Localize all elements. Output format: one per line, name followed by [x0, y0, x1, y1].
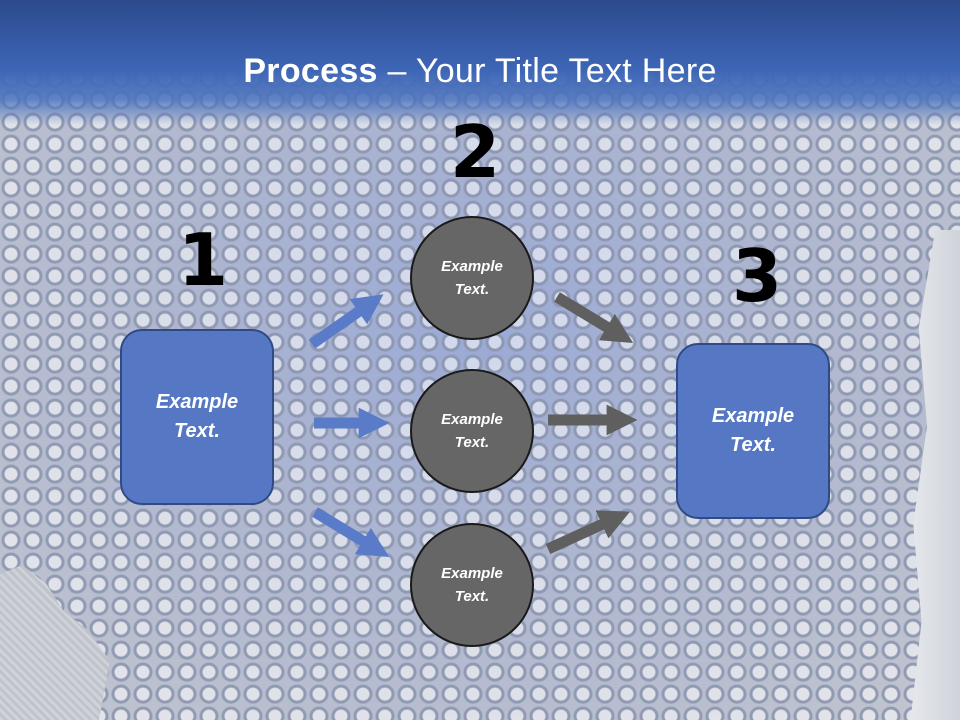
step-number-2: 2	[450, 110, 501, 194]
circle-top-text: Example Text.	[441, 258, 503, 298]
process-circle-top: Example Text.	[410, 216, 534, 340]
title-bold: Process	[243, 52, 378, 90]
process-circle-bottom: Example Text.	[410, 523, 534, 647]
process-circle-middle: Example Text.	[410, 369, 534, 493]
slide-title: Process – Your Title Text Here	[0, 52, 960, 91]
step-number-1: 1	[178, 218, 229, 302]
arrow-gray-up	[545, 510, 631, 555]
title-rest: – Your Title Text Here	[377, 52, 717, 90]
arrow-gray-down	[554, 292, 634, 343]
left-box-text: Example Text.	[155, 391, 239, 442]
circle-bottom-text: Example Text.	[441, 565, 503, 605]
right-process-box: Example Text.	[676, 343, 830, 519]
title-banner	[0, 0, 960, 125]
arrow-blue-down	[312, 507, 390, 557]
step-number-3: 3	[732, 234, 783, 318]
left-process-box: Example Text.	[120, 329, 274, 505]
arrow-blue-up	[308, 294, 384, 349]
circle-middle-text: Example Text.	[441, 411, 503, 451]
right-box-text: Example Text.	[711, 405, 795, 456]
